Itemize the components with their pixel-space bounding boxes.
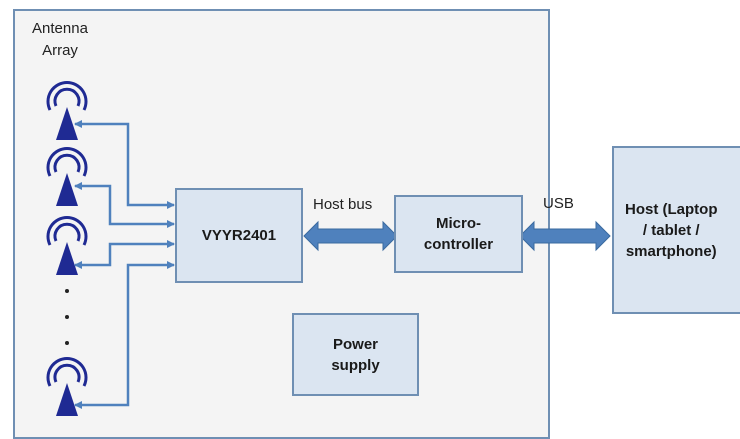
usb-label: USB (543, 195, 574, 212)
host-label-line2: / tablet / (642, 221, 700, 239)
host-label-line1: Host (Laptop (625, 200, 718, 218)
antenna-2-connection (74, 182, 175, 228)
antenna-icon (46, 216, 88, 275)
microcontroller-block: Micro- controller (394, 195, 523, 273)
ellipsis-dot (65, 315, 69, 319)
microcontroller-label-line1: Micro- (436, 215, 481, 232)
antenna-icon (46, 147, 88, 206)
host-bus-label: Host bus (313, 196, 373, 213)
power-supply-label-line2: supply (331, 356, 380, 374)
antenna-4-connection (74, 261, 175, 409)
antenna-3-connection (74, 240, 175, 269)
host-label-line3: smartphone) (625, 242, 717, 260)
host-bus-arrow (303, 220, 398, 252)
host-device-block: Host (Laptop / tablet / smartphone) (612, 146, 740, 314)
vyyr2401-chip-block: VYYR2401 (175, 188, 303, 283)
ellipsis-dot (65, 289, 69, 293)
antenna-array-label-line2: Array (42, 42, 78, 59)
antenna-array-label-line1: Antenna (32, 20, 88, 37)
antenna-icon (46, 357, 88, 416)
antenna-array-label: Antenna Array (30, 18, 90, 62)
ellipsis-dot (65, 341, 69, 345)
power-supply-block: Power supply (292, 313, 419, 396)
microcontroller-label-line2: controller (423, 236, 494, 253)
usb-arrow (519, 220, 611, 252)
power-supply-label-line1: Power (332, 335, 378, 353)
antenna-icon (46, 81, 88, 140)
chip-label: VYYR2401 (201, 227, 277, 244)
antenna-1-connection (74, 120, 175, 209)
